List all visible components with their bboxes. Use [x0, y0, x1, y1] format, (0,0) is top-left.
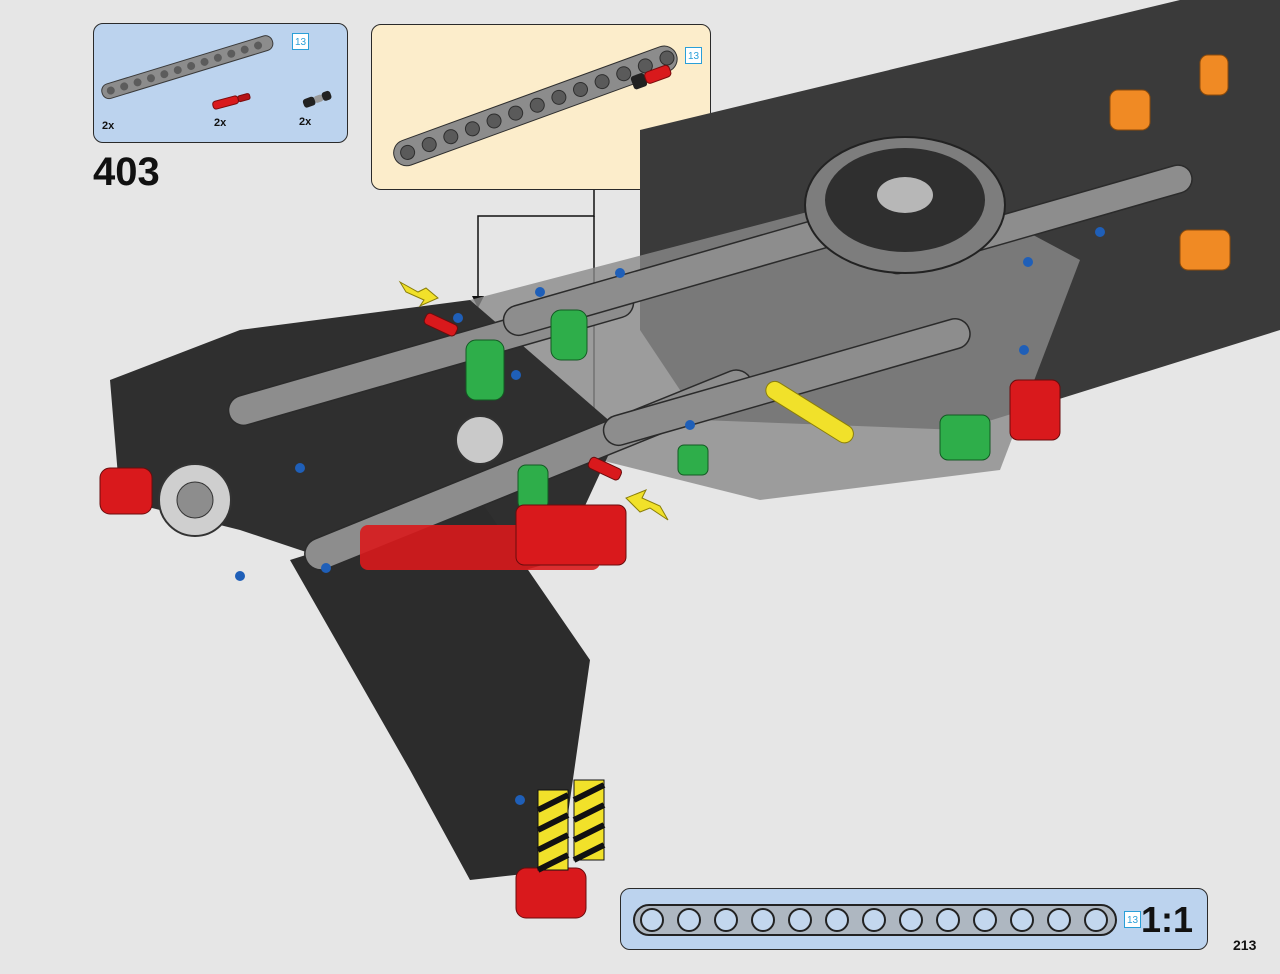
- black-pin-part: [302, 90, 332, 108]
- insert-arrow-upper: [398, 280, 458, 337]
- parts-quantity-beam: 2x: [102, 120, 115, 132]
- red-pin-part: [212, 93, 251, 110]
- subassembly-badge: 13: [685, 47, 702, 64]
- colored-parts: [99, 54, 1231, 919]
- gray-beam-part: [101, 35, 274, 100]
- blue-pins: [235, 227, 1105, 805]
- parts-quantity-red-pin: 2x: [214, 117, 227, 129]
- gear-hub: [158, 415, 505, 537]
- scale-beam-illustration: [633, 904, 1117, 936]
- subassembly-pin: [630, 64, 672, 90]
- insert-arrow-lower: [587, 456, 669, 521]
- scale-reference-panel: 13 1:1: [620, 888, 1208, 950]
- parts-quantity-black-pin: 2x: [299, 116, 312, 128]
- parts-list-panel: 2x 2x 2x 13: [93, 23, 348, 143]
- subassembly-illustration: [393, 45, 678, 167]
- parts-list-illustration: [101, 35, 332, 110]
- turntable: [804, 136, 1006, 274]
- page-number: 213: [1233, 937, 1257, 953]
- scale-label: 1:1: [1140, 899, 1193, 940]
- gray-beams: [227, 164, 1193, 571]
- parts-list-badge: 13: [292, 33, 309, 50]
- chassis-frame: [110, 0, 1280, 880]
- scale-badge: 13: [1124, 911, 1141, 928]
- step-number: 403: [93, 150, 160, 194]
- hazard-panels: [536, 779, 606, 873]
